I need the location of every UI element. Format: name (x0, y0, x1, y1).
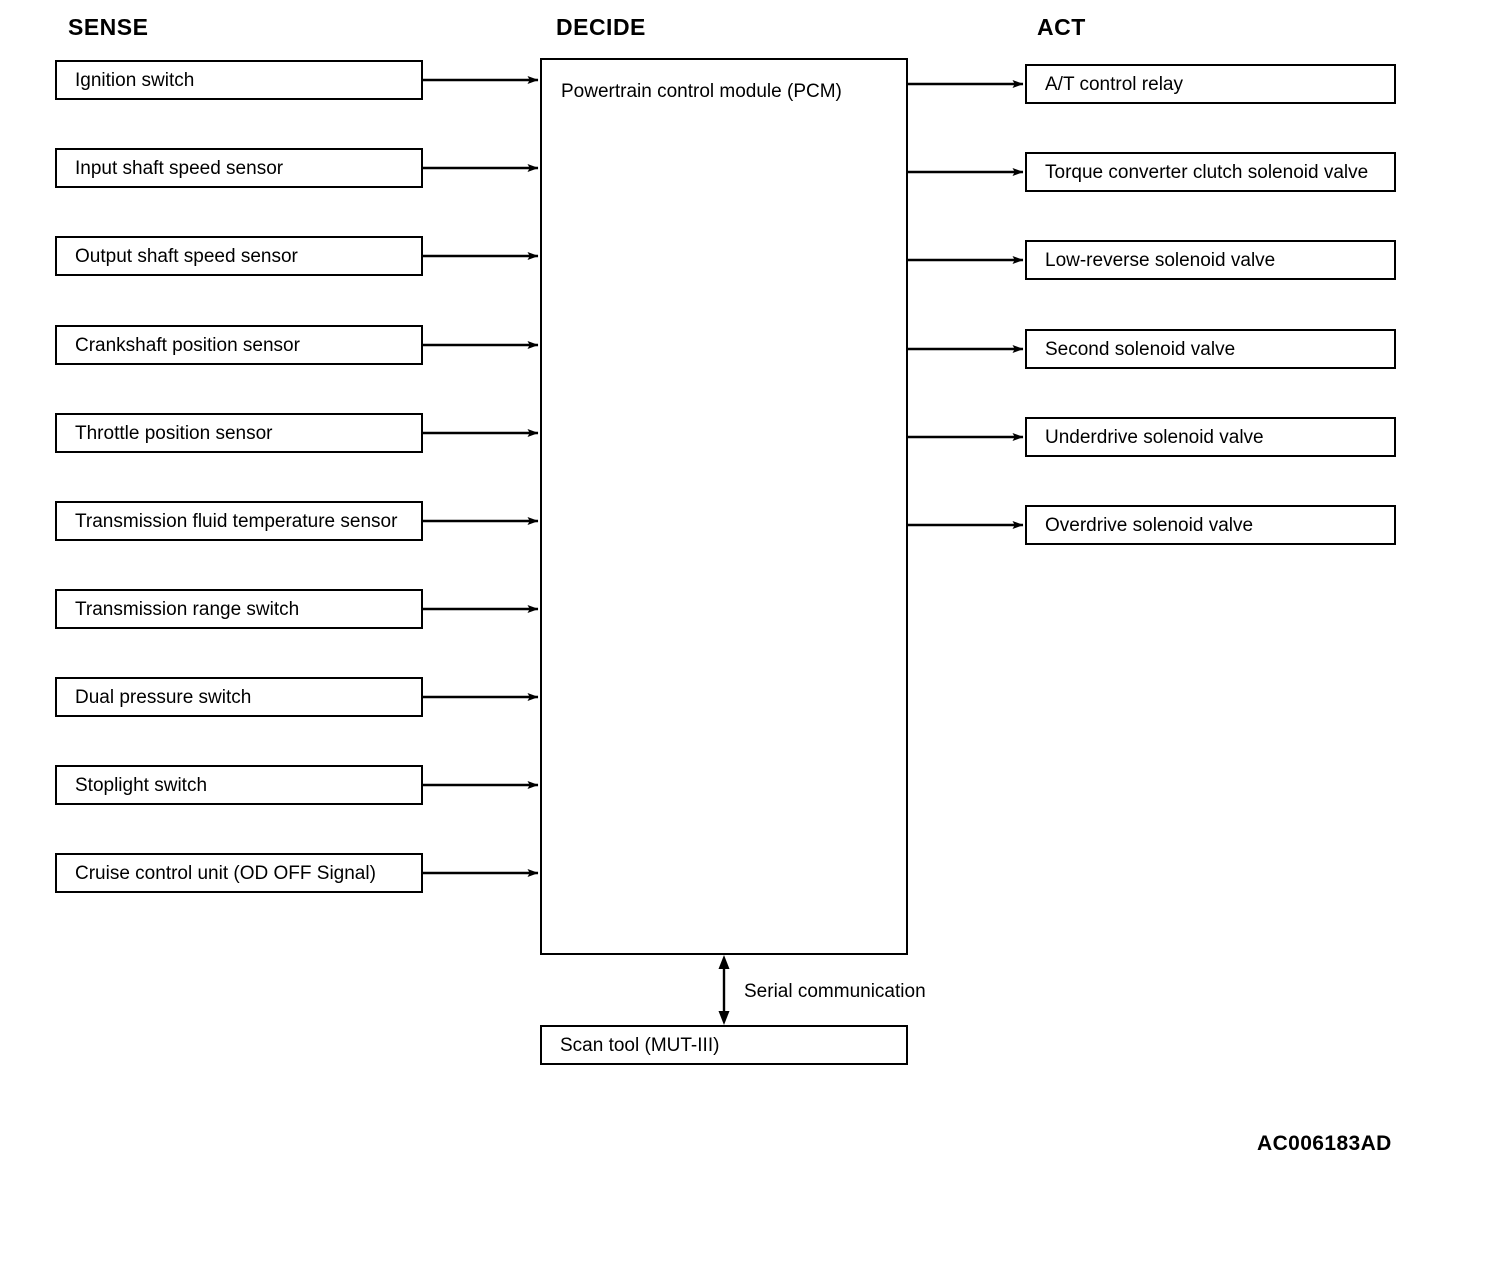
column-header-sense: SENSE (68, 14, 149, 40)
column-header-decide: DECIDE (556, 14, 646, 40)
node-label: Scan tool (MUT-III) (560, 1034, 720, 1056)
serial-communication-label: Serial communication (744, 981, 926, 1002)
node-label: Underdrive solenoid valve (1045, 426, 1264, 448)
edge-pcm-scan-tool-serial (718, 955, 730, 1025)
act-node-at-control-relay[interactable]: A/T control relay (1025, 64, 1396, 104)
sense-node-stoplight-switch[interactable]: Stoplight switch (55, 765, 423, 805)
sense-node-crankshaft-position-sensor[interactable]: Crankshaft position sensor (55, 325, 423, 365)
act-node-underdrive-solenoid-valve[interactable]: Underdrive solenoid valve (1025, 417, 1396, 457)
act-node-second-solenoid-valve[interactable]: Second solenoid valve (1025, 329, 1396, 369)
node-label: Dual pressure switch (75, 686, 252, 708)
node-label: Output shaft speed sensor (75, 245, 298, 267)
node-label: Cruise control unit (OD OFF Signal) (75, 862, 376, 884)
node-label: Input shaft speed sensor (75, 157, 284, 179)
reference-code: AC006183AD (1257, 1132, 1392, 1155)
node-label: Overdrive solenoid valve (1045, 514, 1254, 536)
act-node-torque-converter-clutch-solenoid-valve[interactable]: Torque converter clutch solenoid valve (1025, 152, 1396, 192)
sense-node-cruise-control-unit[interactable]: Cruise control unit (OD OFF Signal) (55, 853, 423, 893)
sense-node-transmission-fluid-temperature-sensor[interactable]: Transmission fluid temperature sensor (55, 501, 423, 541)
sense-node-throttle-position-sensor[interactable]: Throttle position sensor (55, 413, 423, 453)
sense-node-dual-pressure-switch[interactable]: Dual pressure switch (55, 677, 423, 717)
sense-node-transmission-range-switch[interactable]: Transmission range switch (55, 589, 423, 629)
node-label: Transmission range switch (75, 598, 300, 620)
column-header-act: ACT (1037, 14, 1086, 40)
node-label: Ignition switch (75, 69, 195, 91)
sense-node-ignition-switch[interactable]: Ignition switch (55, 60, 423, 100)
node-label: A/T control relay (1045, 73, 1183, 95)
act-node-low-reverse-solenoid-valve[interactable]: Low-reverse solenoid valve (1025, 240, 1396, 280)
scan-tool-node[interactable]: Scan tool (MUT-III) (540, 1025, 908, 1065)
node-label: Transmission fluid temperature sensor (75, 510, 398, 532)
sense-node-input-shaft-speed-sensor[interactable]: Input shaft speed sensor (55, 148, 423, 188)
node-label: Stoplight switch (75, 774, 208, 796)
pcm-label: Powertrain control module (PCM) (561, 81, 842, 102)
node-label: Torque converter clutch solenoid valve (1045, 161, 1369, 183)
act-node-overdrive-solenoid-valve[interactable]: Overdrive solenoid valve (1025, 505, 1396, 545)
decide-node-powertrain-control-module[interactable] (540, 58, 908, 955)
node-label: Low-reverse solenoid valve (1045, 249, 1276, 271)
node-label: Second solenoid valve (1045, 338, 1236, 360)
node-label: Throttle position sensor (75, 422, 273, 444)
node-label: Crankshaft position sensor (75, 334, 300, 356)
sense-node-output-shaft-speed-sensor[interactable]: Output shaft speed sensor (55, 236, 423, 276)
